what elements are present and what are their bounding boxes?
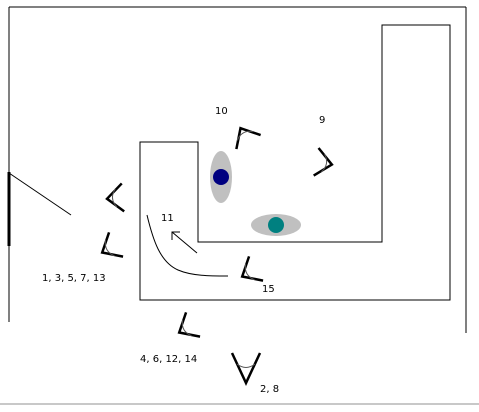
label-camera-15: 15 — [262, 284, 275, 295]
camera-icon — [240, 255, 264, 282]
label-camera-2-8: 2, 8 — [260, 384, 279, 395]
door — [7, 172, 72, 246]
label-camera-10: 10 — [215, 106, 228, 117]
camera-icon — [100, 231, 124, 258]
teal-marker — [268, 217, 284, 233]
arrow-head — [171, 231, 180, 240]
navy-marker — [213, 169, 229, 185]
arrow-shaft — [171, 231, 198, 254]
camera-icon — [313, 147, 334, 177]
curved-path — [146, 214, 229, 277]
label-camera-11: 11 — [161, 213, 174, 224]
camera-icon — [235, 126, 262, 150]
label-camera-1-3-5-7-13: 1, 3, 5, 7, 13 — [42, 273, 106, 284]
camera-icon — [177, 311, 201, 338]
arrow — [171, 231, 198, 254]
label-camera-4-6-12-14: 4, 6, 12, 14 — [140, 354, 197, 365]
outer-walls — [8, 6, 467, 333]
camera-icon — [230, 352, 262, 386]
camera-icon — [105, 182, 125, 213]
page-bottom-edge — [0, 403, 479, 412]
label-camera-9: 9 — [319, 115, 325, 126]
door-leaf — [8, 172, 72, 216]
inner-room-outline — [139, 24, 451, 301]
